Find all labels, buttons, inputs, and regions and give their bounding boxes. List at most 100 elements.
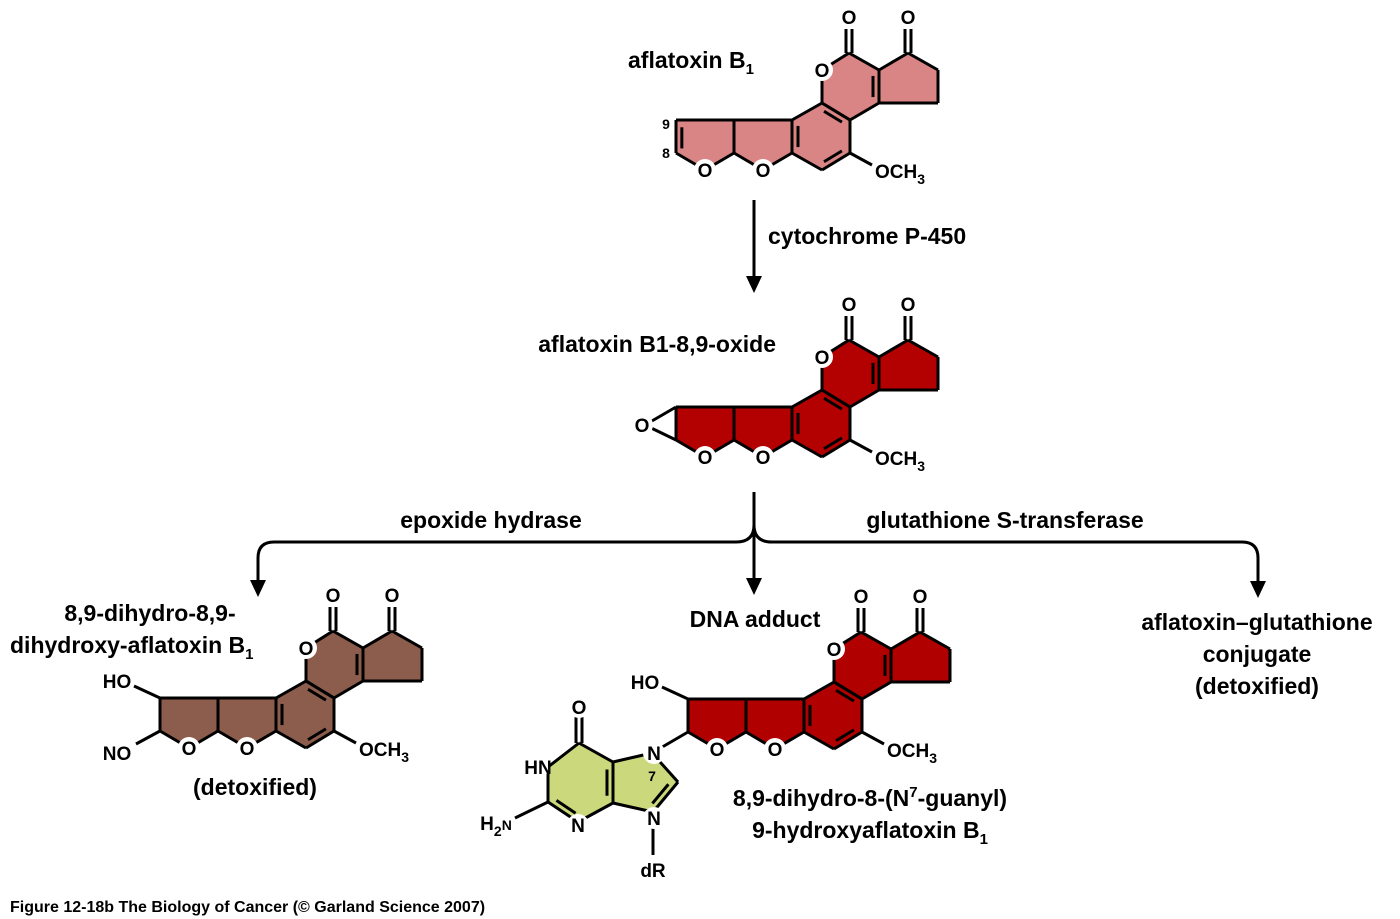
label-conjugate-line1: aflatoxin–glutathione [1141,609,1372,635]
furan2-ring [218,698,276,748]
bond [791,438,823,459]
label-adduct-line1: 8,9-dihydro-8-(N7-guanyl) [733,784,1007,811]
double-bond [823,109,843,124]
furan-oxygen-bg [178,737,200,759]
n9-label: N [647,809,661,830]
methoxy-bond [849,438,873,454]
imidazole-ring [613,753,678,812]
nitro-label: NO [103,744,132,765]
bond [848,338,880,359]
label-aflatoxin-oxide: aflatoxin B1-8,9-oxide [538,331,776,357]
carbonyl-oxygen-bg [850,585,872,607]
label-dihydrodiol-line1: 8,9-dihydro-8,9- [64,600,235,626]
bond [860,630,892,651]
furan2-ring [734,120,792,170]
arrow-gst-shaft [752,524,1260,583]
label-dna-adduct: DNA adduct [690,606,821,632]
furan-oxygen-bg [752,159,774,181]
hydroxyl-bond [133,684,161,700]
epoxide-oxygen-bg [631,414,653,436]
arrow-cytochrome-head [746,276,762,293]
amine-bond [514,800,549,820]
double-bond [823,436,843,451]
furan2-ring [734,407,792,457]
furan-oxygen: O [756,161,771,182]
n1-label: HN [524,758,551,779]
furan-oxygen-bg [694,159,716,181]
bond [803,680,835,701]
ketone-oxygen: O [901,295,916,316]
bond [849,388,880,409]
methoxy-label: OCH3 [887,741,937,766]
lactone-ring [306,631,363,698]
bond [391,629,423,650]
furan-oxygen: O [698,448,713,469]
carbonyl-oxygen: O [842,8,857,29]
lactone-ring [822,340,879,407]
arrow-epoxide-hydrase-head [250,580,266,597]
lactone-oxygen: O [815,348,830,369]
label-cytochrome-p450: cytochrome P-450 [768,223,966,249]
double-bond [555,799,577,815]
furan2-ring [746,699,804,749]
n7-position-label: 7 [648,768,656,784]
carbonyl-oxygen: O [854,587,869,608]
furan-oxygen-bg [706,738,728,760]
ketone-oxygen-bg [897,6,919,28]
deoxyribose-label: dR [640,861,666,882]
double-bond [823,396,843,411]
furan1-ring [676,407,734,457]
carbonyl-oxygen: O [326,586,341,607]
ketone-oxygen-bg [381,584,403,606]
label-dihydrodiol-line2: dihydroxy-aflatoxin B1 [10,632,254,663]
methoxy-label: OCH3 [875,449,925,474]
bond [849,101,880,122]
ketone-oxygen-bg [909,585,931,607]
bond [821,101,851,122]
bond [821,151,851,172]
epoxide-oxygen: O [635,416,650,437]
label-glutathione-s-transferase: glutathione S-transferase [866,507,1143,533]
furan-oxygen: O [756,448,771,469]
carbonyl-oxygen-bg [838,6,860,28]
bond [878,51,909,72]
double-bond [651,783,670,805]
n9-label-bg [643,807,665,829]
bond [305,679,335,700]
cyclopentanone-ring [363,631,422,681]
bond [791,388,823,409]
label-conjugate-line2: conjugate [1203,641,1312,667]
ketone-oxygen: O [385,586,400,607]
label-adduct-line2: 9-hydroxyaflatoxin B1 [752,817,988,848]
hydroxyl-label: HO [103,672,132,693]
n7-label: N [647,744,661,765]
bond [907,338,939,359]
bond [848,51,880,72]
furan1-ring [676,120,734,170]
carbonyl-oxygen-bg [568,696,590,718]
position-9-label: 9 [662,116,670,132]
arrow-gst-head [1250,581,1266,598]
bond [275,679,307,700]
bond [919,630,951,651]
carbonyl-oxygen-bg [838,293,860,315]
bond [332,629,364,650]
lactone-oxygen-bg [295,637,317,659]
lactone-oxygen-bg [811,346,833,368]
furan-oxygen: O [698,161,713,182]
n1-label-bg [527,756,549,778]
hydroxyl-bond [135,729,161,746]
arrows [250,200,1266,598]
bond [878,338,909,359]
bond [305,729,335,750]
lactone-oxygen-bg [811,59,833,81]
bond [821,438,851,459]
n3-label: N [571,816,585,837]
label-epoxide-hydrase: epoxide hydrase [400,507,582,533]
ketone-oxygen: O [901,8,916,29]
furan-oxygen: O [710,740,725,761]
